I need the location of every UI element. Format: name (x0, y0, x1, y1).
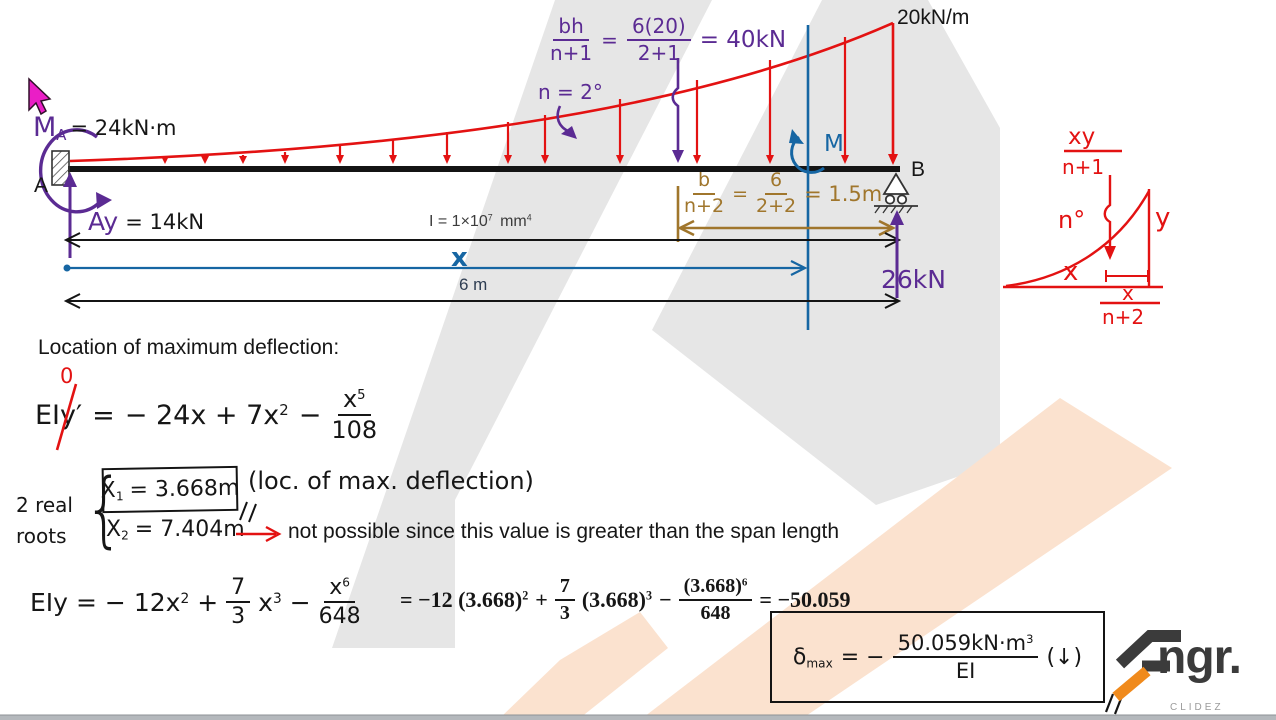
reaction-a-label: Ay = 14kN (88, 207, 205, 236)
x-dim-label: x (451, 243, 468, 273)
root2-note: not possible since this value is greater… (288, 520, 840, 543)
ditto-mark-answer (1104, 693, 1124, 715)
point-b-label: B (911, 158, 926, 181)
ref-frac1-num: xy (1068, 124, 1096, 150)
bottom-bar (0, 715, 1276, 720)
reaction-a-marks (38, 128, 112, 258)
zero-annotation: 0 (60, 364, 74, 388)
ref-frac2-den: n+2 (1102, 305, 1145, 329)
root2-value: X2 = 7.404m (106, 517, 245, 543)
x-dimension (63, 260, 808, 276)
ref-y-label: y (1155, 203, 1171, 233)
ref-frac2-num: x (1122, 281, 1134, 305)
ref-frac1-den: n+1 (1062, 155, 1105, 179)
point-a-label: A (34, 174, 49, 197)
degree-note: n = 2° (538, 80, 603, 104)
moment-a-label: MA = 24kN·m (33, 112, 177, 145)
logo-tagline: CLIDEZ (1170, 702, 1224, 713)
logo-wordmark: ngr. (1157, 631, 1242, 684)
load-peak-label: 20kN/m (897, 6, 970, 29)
slope-equation: EIy′ = − 24x + 7x2 − x5 108 (35, 384, 378, 444)
fixed-support-a (51, 150, 70, 186)
ref-degree-label: n° (1058, 206, 1086, 234)
ref-x-label: x (1063, 257, 1079, 287)
final-answer-box: δmax = − 50.059kN·m3 EI (↓) (770, 611, 1105, 703)
moment-m-label: M (824, 131, 844, 157)
dimension-lines (63, 232, 902, 309)
brace: { (84, 462, 124, 557)
span-label: 6 m (459, 275, 488, 294)
inertia-label: I = 1×107 mm4 (429, 212, 532, 230)
section-heading: Location of maximum deflection: (38, 336, 340, 359)
reaction-b-label: 26kN (881, 265, 946, 294)
mouse-cursor[interactable] (28, 77, 52, 116)
root1-box: X1 = 3.668m (100, 465, 240, 514)
resultant-arrow (556, 58, 684, 163)
root1-note: (loc. of max. deflection) (248, 467, 534, 495)
